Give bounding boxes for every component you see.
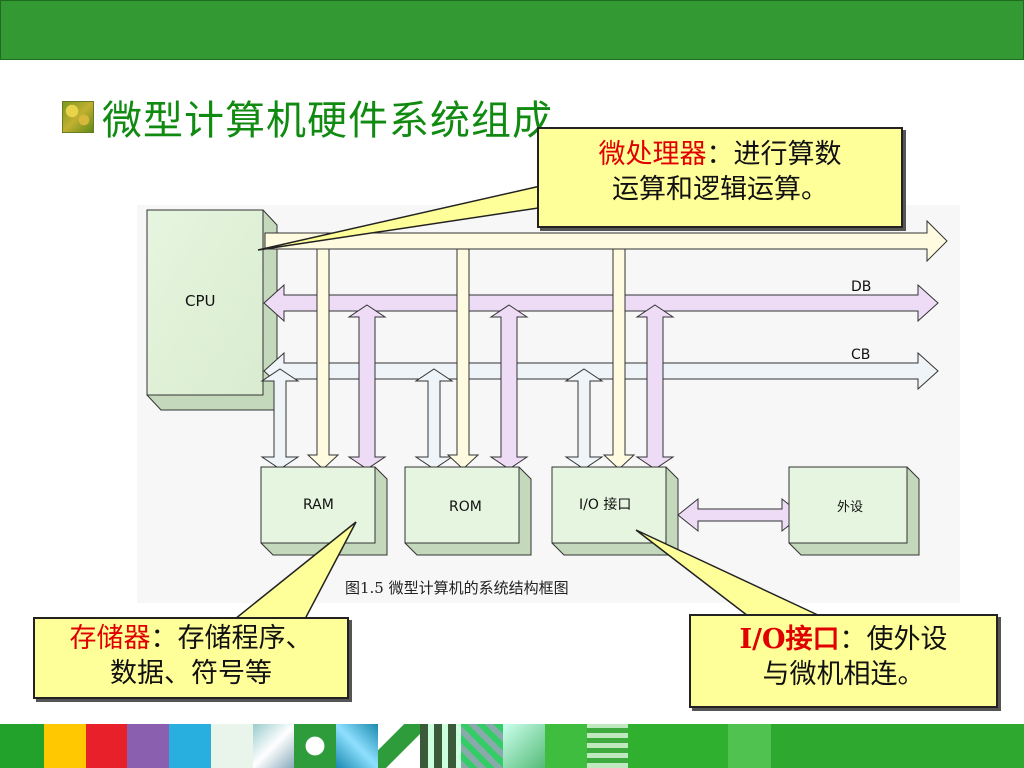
db-label: DB <box>851 279 871 295</box>
data-bus <box>263 283 939 323</box>
io-callout-text1: 使外设 <box>866 624 948 655</box>
bullet-icon <box>62 101 94 133</box>
io-callout: I/O接口：使外设 与微机相连。 <box>689 614 998 708</box>
address-bus <box>264 219 948 263</box>
processor-callout-text2: 运算和逻辑运算。 <box>612 174 828 206</box>
cpu-label: CPU <box>185 292 216 310</box>
figure-caption: 图1.5 微型计算机的系统结构框图 <box>345 579 569 597</box>
memory-callout-text1: 存储程序、 <box>177 623 313 654</box>
processor-callout: 微处理器：进行算数 运算和逻辑运算。 <box>537 127 903 228</box>
io-callout-text2: 与微机相连。 <box>762 659 925 691</box>
memory-callout-sep: ： <box>150 623 178 654</box>
io-callout-title: I/O接口 <box>739 624 840 655</box>
processor-callout-sep: ： <box>706 139 734 170</box>
cb-label: CB <box>851 347 870 363</box>
slide-title: 微型计算机硬件系统组成 <box>102 98 553 144</box>
peripheral-block: 外设 <box>788 466 920 556</box>
io-callout-sep: ： <box>839 624 867 655</box>
header-bar <box>0 0 1024 60</box>
io-pointer <box>635 529 821 617</box>
memory-callout-text2: 数据、符号等 <box>110 658 272 690</box>
footer-decoration <box>0 724 1024 768</box>
slide-title-row: 微型计算机硬件系统组成 <box>62 92 553 144</box>
rom-label: ROM <box>449 499 482 515</box>
cpu-block: CPU <box>146 209 278 411</box>
io-label: I/O 接口 <box>579 496 631 513</box>
system-diagram: CPU DB CB RA <box>146 209 948 597</box>
rom-block: ROM <box>404 466 532 556</box>
processor-callout-text1: 进行算数 <box>733 139 842 170</box>
ram-block: RAM <box>260 466 388 556</box>
diagram-figure: CPU DB CB RA <box>137 205 960 603</box>
processor-callout-title: 微处理器 <box>598 139 707 170</box>
memory-callout: 存储器：存储程序、 数据、符号等 <box>33 617 349 699</box>
ram-label: RAM <box>303 497 334 513</box>
io-block: I/O 接口 <box>551 466 679 556</box>
processor-pointer <box>257 184 546 251</box>
memory-pointer <box>232 521 357 620</box>
memory-callout-title: 存储器 <box>69 623 151 654</box>
peripheral-label: 外设 <box>837 500 863 515</box>
ram-connectors <box>260 248 387 470</box>
